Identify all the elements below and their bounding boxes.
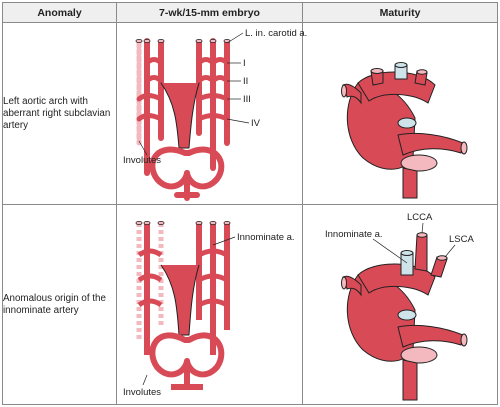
embryo-cell-2: Innominate a. Involutes: [116, 204, 303, 405]
arch-III: [136, 93, 230, 102]
maturity-cell-2: Innominate a. LCCA LSCA: [302, 204, 498, 405]
label-arch-II: II: [243, 76, 248, 87]
label-involutes: Involutes: [123, 155, 161, 166]
arch-II: [144, 75, 230, 84]
label-lsca: LSCA: [449, 234, 474, 245]
arch-IV: [136, 113, 230, 122]
embryo-diagram-2: Innominate a. Involutes: [123, 220, 295, 398]
header-maturity: Maturity: [302, 2, 498, 23]
mature-heart-2: Innominate a. LCCA LSCA: [325, 212, 474, 401]
table-row: Left aortic arch with aberrant right sub…: [2, 22, 498, 205]
label-arch-III: III: [243, 94, 251, 105]
label-lcca: LCCA: [407, 212, 433, 223]
label-innominate: Innominate a.: [237, 232, 295, 243]
embryo-cell-1: L. in. carotid a. I II III IV Involutes: [116, 22, 307, 205]
arch-I: [144, 57, 230, 66]
header-embryo: 7-wk/15-mm embryo: [116, 2, 303, 23]
mature-heart-1: [341, 62, 468, 199]
maturity-cell-1: [302, 22, 498, 205]
header-anomaly: Anomaly: [2, 2, 117, 23]
anomaly-label-1: Left aortic arch with aberrant right sub…: [2, 22, 117, 205]
table-row: Anomalous origin of the innominate arter…: [2, 204, 498, 405]
label-arch-I: I: [243, 58, 246, 69]
header-row: Anomaly 7-wk/15-mm embryo Maturity: [2, 2, 498, 23]
label-arch-IV: IV: [251, 118, 261, 129]
aortic-sac: [160, 82, 200, 149]
label-innominate-mature: Innominate a.: [325, 229, 383, 240]
embryo-diagram-1: L. in. carotid a. I II III IV Involutes: [123, 28, 307, 201]
label-carotid: L. in. carotid a.: [245, 28, 307, 39]
anomaly-label-2: Anomalous origin of the innominate arter…: [2, 204, 117, 405]
label-involutes: Involutes: [123, 387, 161, 398]
